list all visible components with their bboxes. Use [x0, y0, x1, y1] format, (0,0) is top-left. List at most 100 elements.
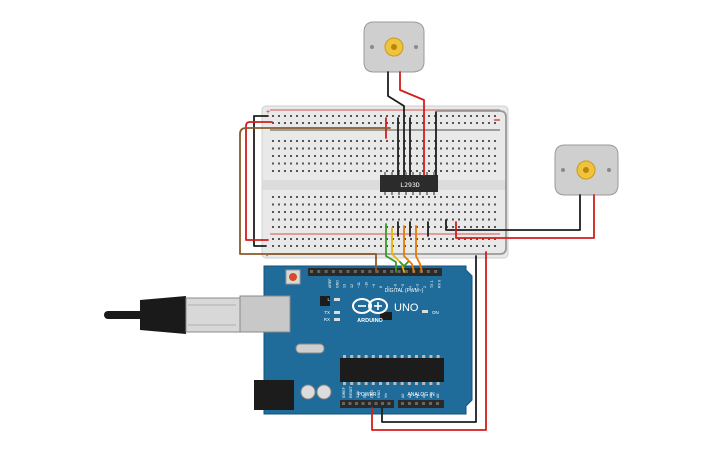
breadboard-hole	[494, 211, 496, 213]
breadboard-hole	[380, 115, 382, 117]
power-header	[340, 400, 394, 408]
digital-pin-label: 12	[350, 284, 354, 288]
breadboard-hole	[326, 170, 328, 172]
breadboard-hole	[410, 162, 412, 165]
breadboard-hole	[380, 218, 382, 221]
breadboard-hole	[278, 196, 280, 198]
breadboard-hole	[494, 245, 496, 247]
header-pin	[374, 402, 378, 405]
breadboard-hole	[470, 245, 472, 247]
ic-pin	[405, 192, 407, 195]
breadboard-hole	[290, 155, 292, 157]
wire-orange	[415, 225, 423, 273]
breadboard-hole	[320, 196, 322, 198]
mcu-pin	[379, 355, 382, 358]
breadboard-hole	[386, 170, 388, 172]
header-pin	[429, 402, 432, 405]
power-header-label: POWER	[358, 392, 377, 398]
mcu-pin	[407, 355, 411, 358]
breadboard-hole	[344, 140, 346, 142]
breadboard-hole	[332, 140, 334, 142]
breadboard-hole	[350, 196, 352, 198]
breadboard-hole	[398, 170, 400, 172]
breadboard-hole	[368, 226, 370, 228]
breadboard-hole	[296, 147, 298, 150]
breadboard-hole	[458, 140, 460, 142]
breadboard-hole	[452, 170, 454, 172]
breadboard-hole	[326, 140, 328, 142]
breadboard-hole	[350, 218, 352, 221]
header-pin	[434, 270, 438, 273]
breadboard-hole	[332, 218, 334, 221]
breadboard-hole	[446, 162, 448, 165]
wire-brown	[239, 127, 391, 273]
breadboard-hole	[302, 140, 304, 142]
header-pin	[317, 270, 321, 273]
breadboard-hole	[392, 245, 394, 247]
breadboard-hole	[302, 245, 304, 247]
breadboard-hole	[446, 196, 448, 198]
breadboard-hole	[356, 162, 358, 165]
breadboard-hole	[284, 203, 286, 206]
breadboard-hole	[428, 196, 430, 198]
breadboard-hole	[320, 218, 322, 221]
breadboard-hole	[446, 155, 448, 157]
breadboard-hole	[392, 122, 394, 124]
breadboard-hole	[488, 245, 490, 247]
breadboard-hole	[452, 226, 454, 228]
breadboard-hole	[410, 218, 412, 221]
breadboard-hole	[326, 218, 328, 221]
breadboard-hole	[410, 203, 412, 206]
breadboard-hole	[374, 162, 376, 165]
header-pin	[355, 402, 358, 405]
mcu-pin	[415, 355, 418, 358]
breadboard-hole	[272, 238, 274, 240]
breadboard-hole	[494, 115, 496, 117]
header-pin	[408, 402, 411, 405]
breadboard-hole	[332, 170, 334, 172]
breadboard-hole	[296, 226, 298, 228]
breadboard-hole	[494, 122, 496, 124]
breadboard-hole	[350, 122, 352, 124]
breadboard-hole	[434, 162, 436, 165]
breadboard-hole	[302, 162, 304, 165]
breadboard-hole	[302, 226, 304, 228]
breadboard-hole	[302, 115, 304, 117]
breadboard-hole	[386, 140, 388, 142]
digital-pin-label: ~9	[372, 284, 376, 288]
breadboard-hole	[284, 245, 286, 247]
breadboard-hole	[332, 238, 334, 240]
breadboard-hole	[482, 226, 484, 228]
breadboard-hole	[416, 203, 418, 206]
breadboard-hole	[332, 211, 334, 213]
breadboard-hole	[308, 245, 310, 247]
breadboard-hole	[428, 140, 430, 142]
breadboard-hole	[278, 115, 280, 117]
breadboard-hole	[446, 203, 448, 206]
breadboard-hole	[296, 245, 298, 247]
breadboard-hole	[362, 115, 364, 117]
breadboard-hole	[458, 203, 460, 206]
breadboard-hole	[290, 122, 292, 124]
breadboard-hole	[434, 140, 436, 142]
breadboard-hole	[470, 140, 472, 142]
breadboard-hole	[410, 147, 412, 150]
breadboard-hole	[398, 238, 400, 240]
breadboard-hole	[338, 245, 340, 247]
breadboard-hole	[362, 218, 364, 221]
breadboard-hole	[320, 122, 322, 124]
breadboard-hole	[314, 115, 316, 117]
breadboard-hole	[422, 155, 424, 157]
breadboard-hole	[356, 245, 358, 247]
regulator	[320, 296, 330, 306]
breadboard-hole	[308, 122, 310, 124]
breadboard-hole	[356, 115, 358, 117]
breadboard-hole	[380, 211, 382, 213]
breadboard-hole	[476, 245, 478, 247]
breadboard-hole	[350, 140, 352, 142]
breadboard-hole	[488, 211, 490, 213]
breadboard-hole	[482, 122, 484, 124]
breadboard-hole	[308, 211, 310, 213]
breadboard-hole	[404, 147, 406, 150]
